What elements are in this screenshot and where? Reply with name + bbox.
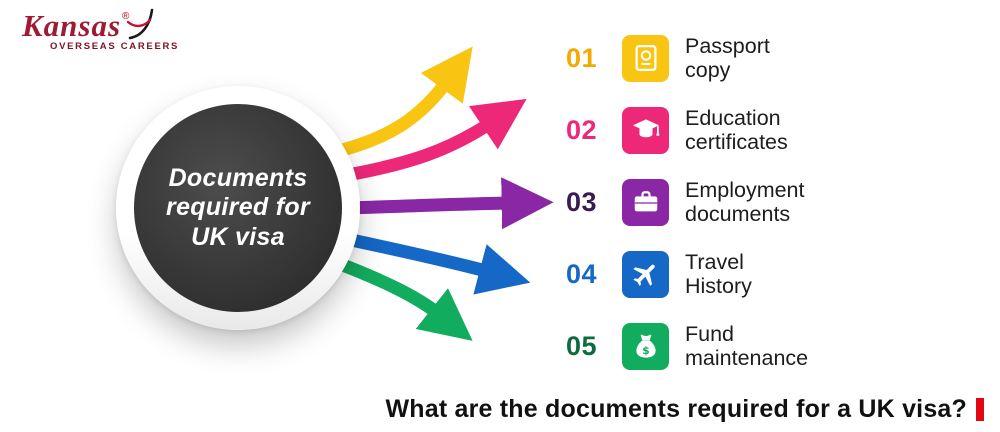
item-number: 04	[566, 258, 598, 289]
item-label: Education certificates	[685, 106, 788, 155]
svg-text:$: $	[642, 344, 649, 357]
footer-question: What are the documents required for a UK…	[385, 395, 984, 424]
brand-tagline: OVERSEAS CAREERS	[50, 41, 180, 52]
list-item-passport: 01 Passport copy	[566, 26, 808, 90]
brand-logo: Kansas ® OVERSEAS CAREERS	[22, 8, 180, 52]
item-label: Travel History	[685, 250, 752, 299]
item-label-line: Education	[685, 105, 781, 130]
airplane-icon	[622, 250, 669, 298]
arrow-travel	[335, 231, 531, 295]
item-number: 01	[566, 42, 598, 73]
arrow-fund	[328, 255, 473, 341]
passport-icon	[622, 34, 669, 82]
item-label-line: copy	[685, 58, 731, 82]
document-list: 01 Passport copy 02	[566, 26, 808, 386]
item-label-line: Passport	[685, 33, 770, 58]
item-number: 03	[566, 186, 598, 217]
graduation-cap-icon	[622, 106, 669, 154]
list-item-fund: 05 $ Fund maintenance	[566, 314, 808, 378]
arrow-education	[335, 98, 527, 183]
center-title-line: UK visa	[191, 222, 285, 251]
item-label-line: certificates	[685, 130, 788, 154]
item-label: Passport copy	[685, 34, 770, 83]
brand-name: Kansas	[22, 8, 122, 43]
briefcase-icon	[622, 178, 669, 226]
item-number: 05	[566, 330, 598, 361]
arrow-employment	[341, 177, 554, 230]
list-item-education: 02 Education certificates	[566, 98, 808, 162]
accent-bar	[976, 398, 984, 421]
item-label-line: maintenance	[685, 346, 809, 370]
arrow-passport	[328, 46, 473, 159]
item-label-line: Travel	[685, 249, 744, 274]
item-label-line: documents	[685, 202, 791, 226]
item-label-line: Employment	[685, 177, 805, 202]
list-item-employment: 03 Employment documents	[566, 170, 808, 234]
item-label-line: History	[685, 274, 752, 298]
center-title-line: Documents	[168, 163, 308, 192]
item-label: Employment documents	[685, 178, 805, 227]
center-title-line: required for	[166, 193, 310, 222]
item-number: 02	[566, 114, 598, 145]
item-label: Fund maintenance	[685, 322, 808, 371]
center-circle: Documents required for UK visa	[116, 86, 360, 330]
money-bag-icon: $	[622, 322, 669, 370]
center-title: Documents required for UK visa	[134, 104, 342, 312]
list-item-travel: 04 Travel History	[566, 242, 808, 306]
registered-mark: ®	[122, 11, 130, 22]
question-text: What are the documents required for a UK…	[385, 395, 967, 423]
logo-swoosh-icon	[127, 8, 154, 40]
item-label-line: Fund	[685, 321, 735, 346]
